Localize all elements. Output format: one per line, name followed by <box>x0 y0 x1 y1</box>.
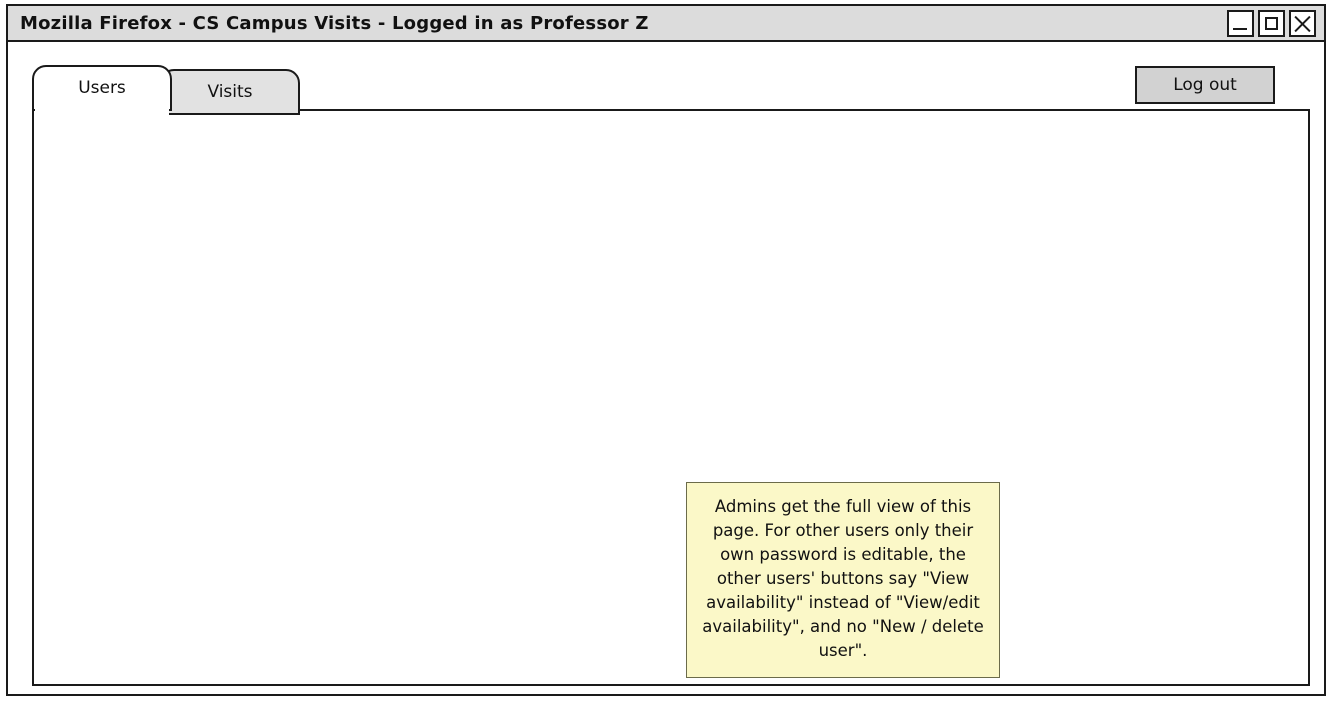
minimize-button[interactable] <box>1227 10 1254 37</box>
tab-users[interactable]: Users <box>32 65 172 111</box>
tab-visits-label: Visits <box>207 82 253 102</box>
sticky-note: Admins get the full view of this page. F… <box>686 482 1000 678</box>
browser-window: Mozilla Firefox - CS Campus Visits - Log… <box>6 4 1326 696</box>
minimize-icon <box>1233 28 1247 30</box>
users-panel <box>32 109 1310 686</box>
maximize-icon <box>1265 17 1278 30</box>
close-button[interactable] <box>1289 10 1316 37</box>
sticky-note-text: Admins get the full view of this page. F… <box>702 497 984 660</box>
logout-button[interactable]: Log out <box>1135 66 1275 104</box>
window-titlebar: Mozilla Firefox - CS Campus Visits - Log… <box>8 6 1324 42</box>
maximize-button[interactable] <box>1258 10 1285 37</box>
window-controls <box>1227 10 1316 37</box>
logout-label: Log out <box>1173 75 1237 95</box>
window-title: Mozilla Firefox - CS Campus Visits - Log… <box>20 13 649 34</box>
active-tab-joiner <box>35 107 169 115</box>
tab-users-label: Users <box>78 78 126 98</box>
tab-visits[interactable]: Visits <box>160 69 300 115</box>
